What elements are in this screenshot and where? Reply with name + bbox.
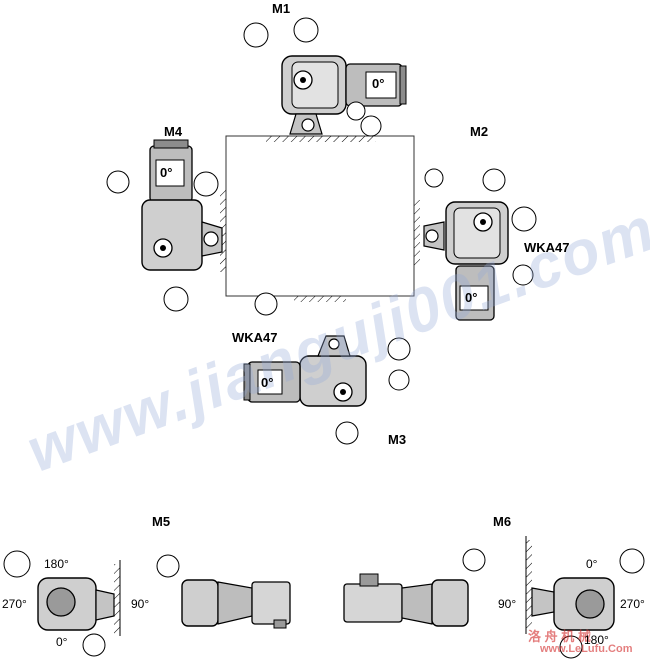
watermark-url: www.LeLufu.Com [540, 643, 633, 655]
gear-unit-m5-side [181, 579, 291, 629]
oil-level-plug-icon [193, 171, 219, 197]
gear-unit-m5-end [37, 560, 121, 636]
breather-valve-icon [619, 548, 645, 574]
breather-valve-icon [482, 168, 506, 192]
wall-top [266, 136, 376, 142]
breather-valve-icon [106, 170, 130, 194]
watermark-cn: 洛 舟 机 械 [528, 629, 591, 644]
drain-plug-icon [559, 635, 583, 659]
wall-bottom [294, 296, 346, 302]
wall-left [220, 188, 226, 272]
mounting-frame [225, 135, 415, 297]
gear-unit-m2 [423, 201, 509, 321]
m5-angle-top: 180° [44, 557, 69, 571]
drain-plug-icon [388, 369, 410, 391]
gear-unit-m4 [141, 139, 223, 271]
oil-level-plug-icon [293, 17, 319, 43]
label-m1: M1 [272, 1, 291, 16]
motor-angle-m4: 0° [160, 165, 173, 180]
breather-valve-icon [360, 115, 382, 137]
mounting-flange-icon [335, 421, 359, 445]
oil-level-plug-icon [462, 548, 486, 572]
drain-plug-icon [82, 633, 106, 657]
label-wka-m2: WKA47 [524, 240, 570, 255]
wall-right [414, 200, 420, 266]
m6-angle-bottom: 180° [584, 633, 609, 647]
label-m2: M2 [470, 124, 489, 139]
drain-plug-icon [512, 264, 534, 286]
motor-angle-m2: 0° [465, 290, 478, 305]
m6-angle-left: 90° [498, 597, 517, 611]
breather-valve-icon [254, 292, 278, 316]
breather-valve-icon [3, 550, 31, 578]
breather-valve-icon [243, 22, 269, 48]
drain-plug-icon [424, 168, 444, 188]
m6-angle-top: 0° [586, 557, 598, 571]
label-m5: M5 [152, 514, 171, 529]
oil-level-plug-icon [387, 337, 411, 361]
m5-angle-bottom: 0° [56, 635, 68, 649]
m5-angle-left: 270° [2, 597, 27, 611]
motor-angle-m3: 0° [261, 375, 274, 390]
drain-plug-icon [163, 286, 189, 312]
gear-unit-m3 [243, 335, 367, 407]
oil-level-plug-icon [511, 206, 537, 232]
oil-symbols [3, 17, 645, 659]
motor-angle-m1: 0° [372, 76, 385, 91]
label-m6: M6 [493, 514, 512, 529]
oil-level-plug-icon [156, 554, 180, 578]
gear-unit-m6-end [525, 536, 615, 634]
label-wka-m3: WKA47 [232, 330, 278, 345]
drain-plug-icon [346, 101, 366, 121]
gear-unit-m1 [281, 55, 407, 135]
gear-unit-m6-side [343, 573, 469, 627]
m6-angle-right: 270° [620, 597, 645, 611]
label-m3: M3 [388, 432, 407, 447]
label-m4: M4 [164, 124, 183, 139]
m5-angle-right: 90° [131, 597, 150, 611]
